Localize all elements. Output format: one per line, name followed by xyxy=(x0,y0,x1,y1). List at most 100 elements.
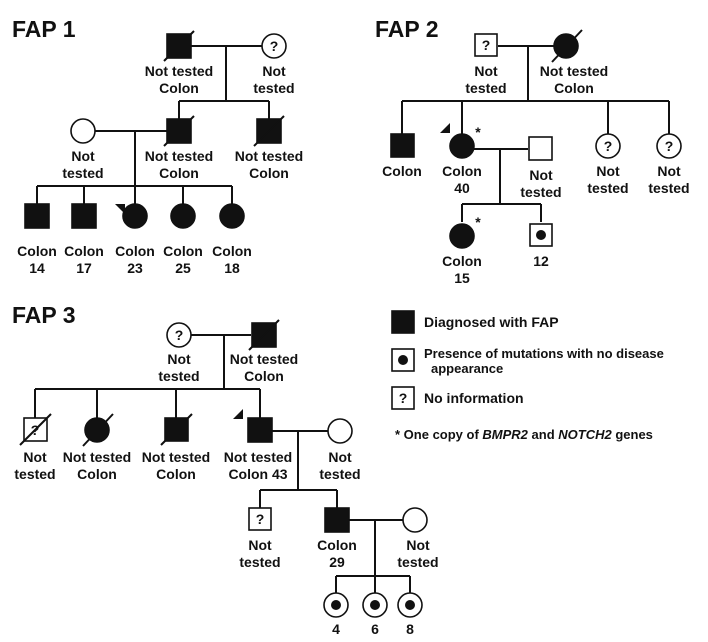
fap2-granddaughter-label-2: 15 xyxy=(454,270,470,286)
fap2-grandson: 12 xyxy=(529,223,553,269)
fap3-child-2-wife: Not tested xyxy=(397,507,439,570)
fap2-grandmother: Not tested Colon xyxy=(540,29,608,96)
fap3-grandchild-2: 6 xyxy=(362,592,388,637)
affected-male-symbol xyxy=(24,203,50,229)
fap2-proband: * Colon 40 xyxy=(440,123,482,196)
proband-marker xyxy=(440,123,450,133)
fap1-child-5-label-1: Colon xyxy=(212,243,252,259)
fap2-grandson-label-1: 12 xyxy=(533,253,549,269)
fap3-grandfather: Not tested Colon xyxy=(230,319,298,384)
legend-diagnosed-label: Diagnosed with FAP xyxy=(424,314,559,330)
fap3-grandchild-1-label: 4 xyxy=(332,621,340,637)
fap3-grandchild-3-label: 8 xyxy=(406,621,414,637)
fap3-sibling-4-proband: Not tested Colon 43 xyxy=(224,409,292,482)
fap2-husband-label-2: tested xyxy=(520,184,561,200)
fap2-grandmother-label-1: Not tested xyxy=(540,63,608,79)
fap1-child-3-label-1: Colon xyxy=(115,243,155,259)
fap3-sibling-4-label-1: Not tested xyxy=(224,449,292,465)
fap3-sibling-2-label-1: Not tested xyxy=(63,449,131,465)
proband-marker xyxy=(115,204,125,214)
legend-presence-label-2: appearance xyxy=(431,361,503,376)
affected-female-symbol xyxy=(219,203,245,229)
unknown-male-symbol xyxy=(474,33,498,57)
fap1-child-2: Colon 17 xyxy=(64,203,104,276)
proband-marker xyxy=(233,409,243,419)
fap2-daughter-2-label-2: tested xyxy=(587,180,628,196)
star-marker: * xyxy=(475,124,481,140)
question-mark: ? xyxy=(399,390,408,406)
fap2-daughter-3: ? Not tested xyxy=(648,133,690,196)
question-mark: ? xyxy=(665,138,674,154)
fap2-proband-label-2: 40 xyxy=(454,180,470,196)
fap2-granddaughter-label-1: Colon xyxy=(442,253,482,269)
question-mark: ? xyxy=(175,327,184,343)
carrier-dot xyxy=(405,600,415,610)
carrier-dot xyxy=(370,600,380,610)
fap3-sibling-3-label-1: Not tested xyxy=(142,449,210,465)
fap1-child-3-label-2: 23 xyxy=(127,260,143,276)
fap1-uncle: Not tested Colon xyxy=(235,115,303,181)
unknown-female-symbol xyxy=(166,322,192,348)
fap3-wife-label-1: Not xyxy=(328,449,352,465)
legend-noinfo-label: No information xyxy=(424,390,524,406)
question-mark: ? xyxy=(270,38,279,54)
legend-presence: Presence of mutations with no disease ap… xyxy=(391,346,664,376)
fap2-proband-label-1: Colon xyxy=(442,163,482,179)
fap2-grandfather-label-1: Not xyxy=(474,63,498,79)
fap2-daughter-2: ? Not tested xyxy=(587,133,629,196)
fap2-son-label-1: Colon xyxy=(382,163,422,179)
fap1-father: Not tested Colon xyxy=(145,115,213,181)
fap3-child-1-label-1: Not xyxy=(248,537,272,553)
legend-diagnosed: Diagnosed with FAP xyxy=(391,310,559,334)
fap3-grandchild-1: 4 xyxy=(323,592,349,637)
fap3-sibling-4-label-2: Colon 43 xyxy=(228,466,287,482)
deceased-slash xyxy=(551,29,583,63)
deceased-slash xyxy=(163,115,195,147)
fap3-child-2-wife-label-1: Not xyxy=(406,537,430,553)
fap3-grandfather-label-1: Not tested xyxy=(230,351,298,367)
fap3-grandmother-label-2: tested xyxy=(158,368,199,384)
fap3-child-2-label-2: 29 xyxy=(329,554,345,570)
fap3-title: FAP 3 xyxy=(12,302,76,328)
fap3-sibling-1-label-2: tested xyxy=(14,466,55,482)
carrier-dot xyxy=(331,600,341,610)
deceased-slash xyxy=(82,413,114,447)
fap1-father-label-2: Colon xyxy=(159,165,199,181)
affected-symbol-swatch xyxy=(391,310,415,334)
legend: Diagnosed with FAP Presence of mutations… xyxy=(391,310,664,442)
fap1-child-5: Colon 18 xyxy=(212,203,252,276)
fap1-mother: Not tested xyxy=(62,118,104,181)
fap3-sibling-3: Not tested Colon xyxy=(142,413,210,482)
star-marker: * xyxy=(475,214,481,230)
unaffected-male-symbol xyxy=(528,136,553,161)
fap1-grandfather-label-1: Not tested xyxy=(145,63,213,79)
fap2-title: FAP 2 xyxy=(375,16,439,42)
fap1-child-4-label-2: 25 xyxy=(175,260,191,276)
fap1-uncle-label-1: Not tested xyxy=(235,148,303,164)
unknown-female-symbol xyxy=(656,133,682,159)
deceased-slash xyxy=(163,30,195,62)
unknown-female-symbol xyxy=(261,33,287,59)
fap1-grandfather: Not tested Colon xyxy=(145,30,213,96)
fap2-son: Colon xyxy=(382,133,422,179)
fap1-child-2-label-2: 17 xyxy=(76,260,92,276)
fap2-daughter-3-label-1: Not xyxy=(657,163,681,179)
unaffected-female-symbol xyxy=(402,507,428,533)
fap3-child-2-wife-label-2: tested xyxy=(397,554,438,570)
fap1-grandmother-label-2: tested xyxy=(253,80,294,96)
fap1-child-2-label-1: Colon xyxy=(64,243,104,259)
carrier-dot xyxy=(536,230,546,240)
fap3-child-2: Colon 29 xyxy=(317,507,357,570)
affected-male-symbol xyxy=(247,417,273,443)
unknown-female-symbol xyxy=(595,133,621,159)
fap3-wife: Not tested xyxy=(319,418,361,482)
fap1-mother-label-2: tested xyxy=(62,165,103,181)
question-mark: ? xyxy=(256,511,265,527)
affected-male-symbol xyxy=(390,133,415,158)
unknown-male-symbol xyxy=(248,507,272,531)
fap2-daughter-2-label-1: Not xyxy=(596,163,620,179)
deceased-slash xyxy=(248,319,280,351)
fap3-sibling-1: ? Not tested xyxy=(14,413,56,482)
legend-noinfo: ? No information xyxy=(391,386,524,410)
affected-female-symbol xyxy=(449,223,475,249)
